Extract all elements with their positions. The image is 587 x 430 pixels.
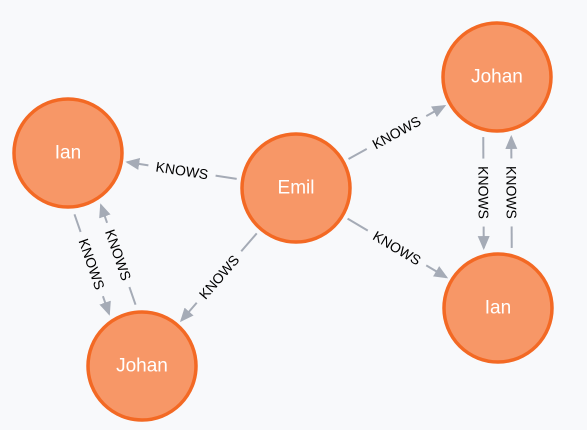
edge-label: KNOWS bbox=[370, 228, 424, 269]
node-johan-right[interactable]: Johan bbox=[441, 21, 553, 133]
node-ian-right[interactable]: Ian bbox=[442, 252, 554, 364]
edge-knows-emil-to-johan_left[interactable]: KNOWS bbox=[179, 232, 258, 323]
node-johan-left[interactable]: Johan bbox=[86, 310, 198, 422]
node-ian-left[interactable]: Ian bbox=[12, 97, 124, 209]
node-label: Emil bbox=[278, 178, 315, 199]
edge-knows-emil-to-ian_right[interactable]: KNOWS bbox=[347, 217, 449, 279]
node-circle bbox=[12, 97, 124, 209]
edge-knows-johan_right-to-ian_right[interactable]: KNOWS bbox=[474, 137, 493, 251]
edge-knows-ian_right-to-johan_right[interactable]: KNOWS bbox=[502, 134, 521, 248]
edge-label-background bbox=[474, 158, 493, 227]
node-label: Ian bbox=[55, 143, 81, 164]
node-emil[interactable]: Emil bbox=[240, 132, 352, 244]
edge-knows-emil-to-ian_left[interactable]: KNOWS bbox=[125, 156, 237, 185]
node-circle bbox=[441, 21, 553, 133]
node-circle bbox=[86, 310, 198, 422]
node-label: Johan bbox=[471, 67, 523, 88]
node-label: Johan bbox=[116, 356, 168, 377]
edge-label: KNOWS bbox=[475, 166, 491, 219]
node-circle bbox=[442, 252, 554, 364]
node-circle bbox=[240, 132, 352, 244]
edge-label: KNOWS bbox=[102, 227, 134, 282]
edge-label: KNOWS bbox=[503, 166, 519, 219]
edge-knows-emil-to-johan_right[interactable]: KNOWS bbox=[348, 105, 447, 160]
edge-label: KNOWS bbox=[155, 159, 210, 183]
edge-label-background bbox=[189, 245, 249, 309]
edge-label-background bbox=[363, 222, 431, 274]
edge-label: KNOWS bbox=[76, 236, 108, 291]
edge-label: KNOWS bbox=[369, 113, 423, 153]
edge-label-background bbox=[147, 156, 217, 185]
edge-label: KNOWS bbox=[196, 252, 243, 302]
edge-label-background bbox=[98, 219, 138, 290]
edge-label-background bbox=[502, 158, 521, 227]
edge-label-background bbox=[362, 108, 431, 157]
edge-label-background bbox=[72, 229, 112, 300]
node-label: Ian bbox=[485, 298, 511, 319]
